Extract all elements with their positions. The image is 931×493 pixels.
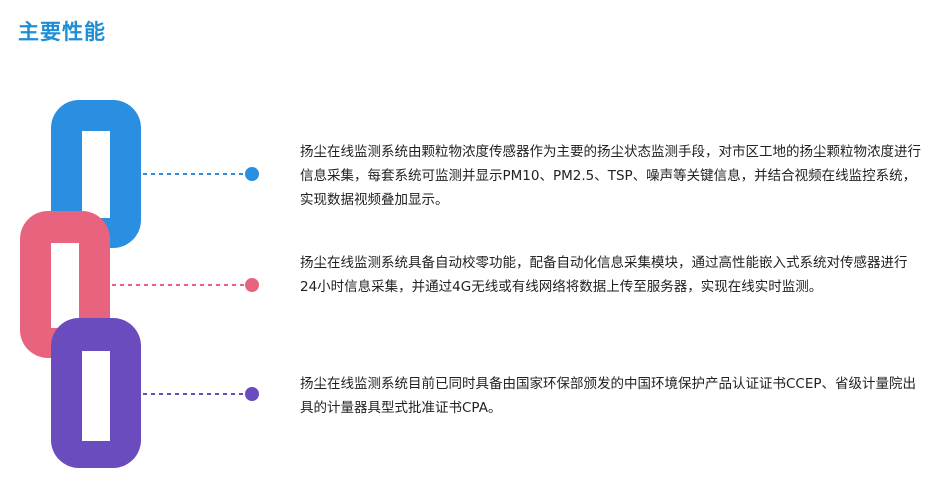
connector-dot-3 [245,387,259,401]
page-title: 主要性能 [18,20,106,44]
feature-item: 扬尘在线监测系统具备自动校零功能，配备自动化信息采集模块，通过高性能嵌入式系统对… [300,251,922,299]
connector-dot-2 [245,278,259,292]
feature-text: 扬尘在线监测系统由颗粒物浓度传感器作为主要的扬尘状态监测手段，对市区工地的扬尘颗… [300,144,921,208]
feature-text: 扬尘在线监测系统目前已同时具备由国家环保部颁发的中国环境保护产品认证证书CCEP… [300,376,917,416]
feature-item: 扬尘在线监测系统目前已同时具备由国家环保部颁发的中国环境保护产品认证证书CCEP… [300,372,922,420]
feature-text: 扬尘在线监测系统具备自动校零功能，配备自动化信息采集模块，通过高性能嵌入式系统对… [300,255,908,295]
chain-link-blue-hole [82,131,110,218]
feature-item: 扬尘在线监测系统由颗粒物浓度传感器作为主要的扬尘状态监测手段，对市区工地的扬尘颗… [300,140,922,212]
connector-dot-1 [245,167,259,181]
chain-link-pink-hole [51,243,79,328]
chain-link-purple-hole [82,351,110,441]
